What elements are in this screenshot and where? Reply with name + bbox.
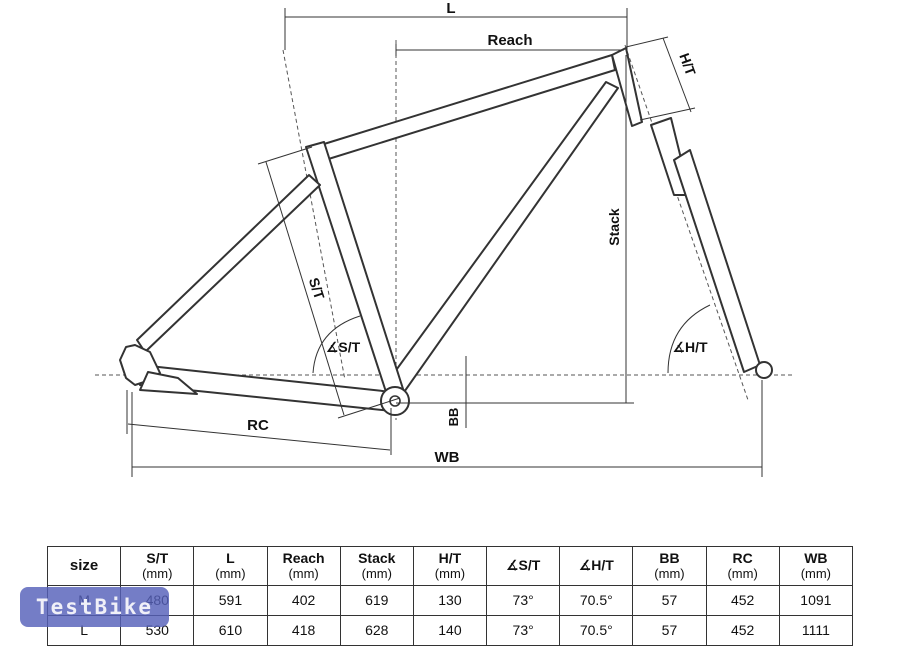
header-stack: Stack(mm) <box>339 546 414 586</box>
cell-head-tube: 140 <box>412 615 488 646</box>
cell-seat-angle: 73° <box>486 585 561 616</box>
header-bb: BB(mm) <box>632 546 707 586</box>
table-row: L 530 610 418 628 140 73° 70.5° 57 452 1… <box>46 615 854 646</box>
header-seat-tube: S/T(mm) <box>120 546 195 586</box>
header-size: size <box>46 546 122 586</box>
chainstay-plate <box>139 371 198 395</box>
cell-head-tube: 130 <box>412 585 488 616</box>
fork-dropout <box>755 361 773 379</box>
label-bb: BB <box>446 408 461 427</box>
label-seat-angle: ∡S/T <box>326 339 361 355</box>
cell-bb: 57 <box>632 615 707 646</box>
cell-rc: 452 <box>705 585 780 616</box>
rc-dimension <box>127 423 391 451</box>
dimension-labels: L Reach H/T Stack S/T ∡S/T ∡H/T BB RC WB <box>247 0 708 466</box>
label-seat-tube: S/T <box>306 276 328 302</box>
dimension-lines <box>126 8 763 477</box>
label-head-angle: ∡H/T <box>672 339 708 355</box>
label-wb: WB <box>435 449 460 466</box>
seat-tube-dimension <box>265 161 345 416</box>
bike-geometry-diagram: L Reach H/T Stack S/T ∡S/T ∡H/T BB RC WB <box>95 0 795 477</box>
cell-head-angle: 70.5° <box>559 585 634 616</box>
label-reach: Reach <box>487 32 532 49</box>
cell-reach: 402 <box>266 585 341 616</box>
bike-frame <box>119 47 773 416</box>
head-tube-dimension <box>662 37 692 113</box>
testbike-watermark: TestBike <box>20 587 169 627</box>
cell-bb: 57 <box>632 585 707 616</box>
seat-stay <box>136 174 321 353</box>
label-l: L <box>446 0 455 17</box>
cell-stack: 619 <box>339 585 414 616</box>
header-wb: WB(mm) <box>778 546 854 586</box>
bottom-bracket <box>380 386 410 416</box>
table-header-row: size S/T(mm) L(mm) Reach(mm) Stack(mm) H… <box>46 546 854 586</box>
cell-stack: 628 <box>339 615 414 646</box>
cell-seat-angle: 73° <box>486 615 561 646</box>
label-rc: RC <box>247 417 269 434</box>
header-seat-angle: ∡S/T <box>486 546 561 586</box>
label-stack: Stack <box>606 208 622 246</box>
cell-l: 610 <box>193 615 268 646</box>
centerlines <box>95 40 795 420</box>
seat-tube <box>305 141 405 399</box>
header-head-tube: H/T(mm) <box>412 546 488 586</box>
cell-rc: 452 <box>705 615 780 646</box>
seat-angle-arc <box>312 315 361 374</box>
cell-l: 591 <box>193 585 268 616</box>
header-reach: Reach(mm) <box>266 546 341 586</box>
cell-wb: 1091 <box>778 585 854 616</box>
head-angle-arc <box>667 304 711 374</box>
watermark-text: TestBike <box>35 595 154 619</box>
header-l: L(mm) <box>193 546 268 586</box>
header-head-angle: ∡H/T <box>559 546 634 586</box>
cell-reach: 418 <box>266 615 341 646</box>
cell-wb: 1111 <box>778 615 854 646</box>
label-head-tube: H/T <box>676 51 699 78</box>
cell-head-angle: 70.5° <box>559 615 634 646</box>
header-rc: RC(mm) <box>705 546 780 586</box>
